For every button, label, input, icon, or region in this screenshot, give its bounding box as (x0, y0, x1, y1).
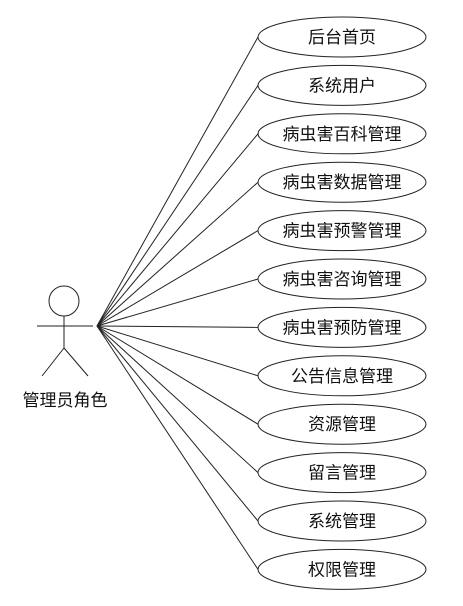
use-case-ellipse (257, 452, 427, 494)
use-case-ellipse (257, 16, 427, 58)
use-case-list: 后台首页系统用户病虫害百科管理病虫害数据管理病虫害预警管理病虫害咨询管理病虫害预… (257, 16, 427, 590)
connector-line (96, 325, 259, 473)
use-case-label: 病虫害数据管理 (283, 173, 402, 193)
actor-head (48, 285, 80, 317)
connector-line (96, 278, 259, 327)
use-case-ellipse (257, 258, 427, 300)
connector-line (96, 325, 259, 570)
connector-line (96, 36, 259, 327)
use-case-item: 系统用户 (257, 64, 427, 106)
actor-right-leg (63, 347, 89, 377)
use-case-ellipse (257, 306, 427, 348)
use-case-item: 公告信息管理 (257, 355, 427, 397)
use-case-label: 系统管理 (308, 512, 376, 532)
actor-label: 管理员角色 (23, 391, 108, 411)
connector-line (96, 181, 259, 327)
connector-line (96, 133, 259, 327)
connector-lines (96, 36, 259, 570)
use-case-ellipse (257, 113, 427, 155)
use-case-ellipse (257, 500, 427, 542)
use-case-label: 公告信息管理 (291, 367, 393, 387)
use-case-item: 资源管理 (257, 403, 427, 445)
use-case-label: 病虫害预警管理 (283, 222, 402, 242)
use-case-label: 后台首页 (308, 28, 376, 48)
connector-line (96, 85, 259, 327)
use-case-item: 病虫害预警管理 (257, 210, 427, 252)
use-case-item: 系统管理 (257, 500, 427, 542)
connector-line (96, 325, 259, 425)
use-case-label: 资源管理 (308, 415, 376, 435)
use-case-label: 病虫害预防管理 (283, 318, 402, 338)
use-case-ellipse (257, 548, 427, 590)
use-case-ellipse (257, 403, 427, 445)
use-case-item: 病虫害咨询管理 (257, 258, 427, 300)
actor-left-leg (41, 347, 65, 377)
use-case-ellipse (257, 161, 427, 203)
connector-line (96, 325, 259, 328)
connector-line (96, 230, 259, 327)
use-case-item: 后台首页 (257, 16, 427, 58)
use-case-ellipse (257, 355, 427, 397)
use-case-label: 病虫害百科管理 (283, 125, 402, 145)
actor-admin: 管理员角色 (23, 285, 108, 411)
use-case-label: 权限管理 (308, 560, 376, 580)
use-case-label: 留言管理 (308, 464, 376, 484)
use-case-item: 病虫害数据管理 (257, 161, 427, 203)
use-case-item: 病虫害预防管理 (257, 306, 427, 348)
connector-line (96, 325, 259, 377)
use-case-item: 留言管理 (257, 452, 427, 494)
connector-line (96, 325, 259, 522)
use-case-ellipse (257, 210, 427, 252)
use-case-label: 系统用户 (308, 76, 376, 96)
use-case-item: 权限管理 (257, 548, 427, 590)
use-case-label: 病虫害咨询管理 (283, 270, 402, 290)
use-case-ellipse (257, 64, 427, 106)
use-case-item: 病虫害百科管理 (257, 113, 427, 155)
